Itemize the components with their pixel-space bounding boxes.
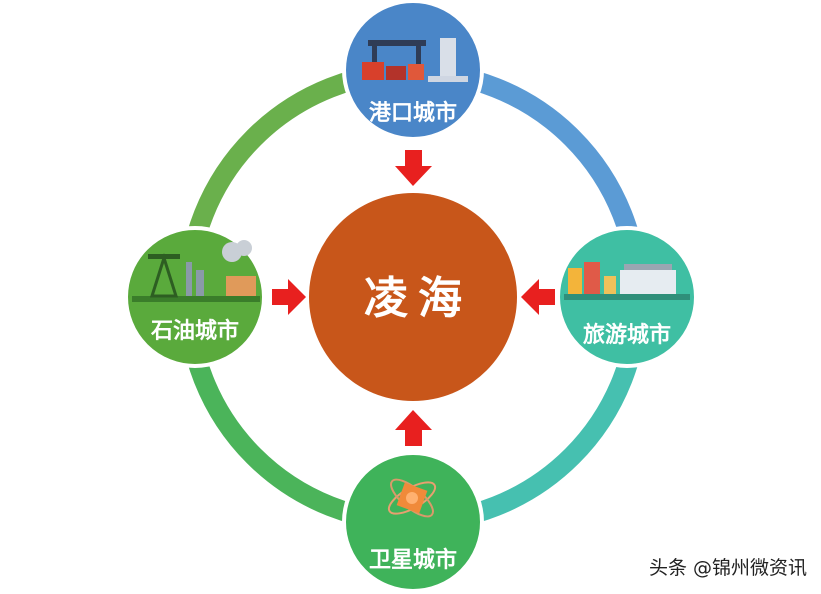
center-circle	[309, 193, 517, 401]
arrow-right-icon	[272, 279, 306, 315]
arrow-down-icon	[395, 150, 432, 186]
port-illustration-icon	[362, 38, 468, 82]
satellite-illustration-icon	[387, 478, 437, 518]
node-port-city: 港口城市	[342, 0, 484, 141]
oil-illustration-icon	[132, 240, 260, 302]
tourism-illustration-icon	[564, 262, 690, 300]
watermark: 头条 @锦州微资讯	[648, 557, 807, 579]
node-tourism-city: 旅游城市	[556, 226, 698, 368]
arrow-up-icon	[395, 410, 432, 446]
node-label-top: 港口城市	[369, 100, 457, 126]
node-oil-city: 石油城市	[124, 226, 266, 368]
arrow-left-icon	[521, 279, 555, 315]
node-label-bottom: 卫星城市	[369, 547, 457, 573]
center-label: 凌海	[364, 273, 472, 324]
node-label-right: 旅游城市	[583, 322, 671, 348]
node-label-left: 石油城市	[150, 318, 239, 344]
node-satellite-city: 卫星城市	[342, 451, 484, 593]
